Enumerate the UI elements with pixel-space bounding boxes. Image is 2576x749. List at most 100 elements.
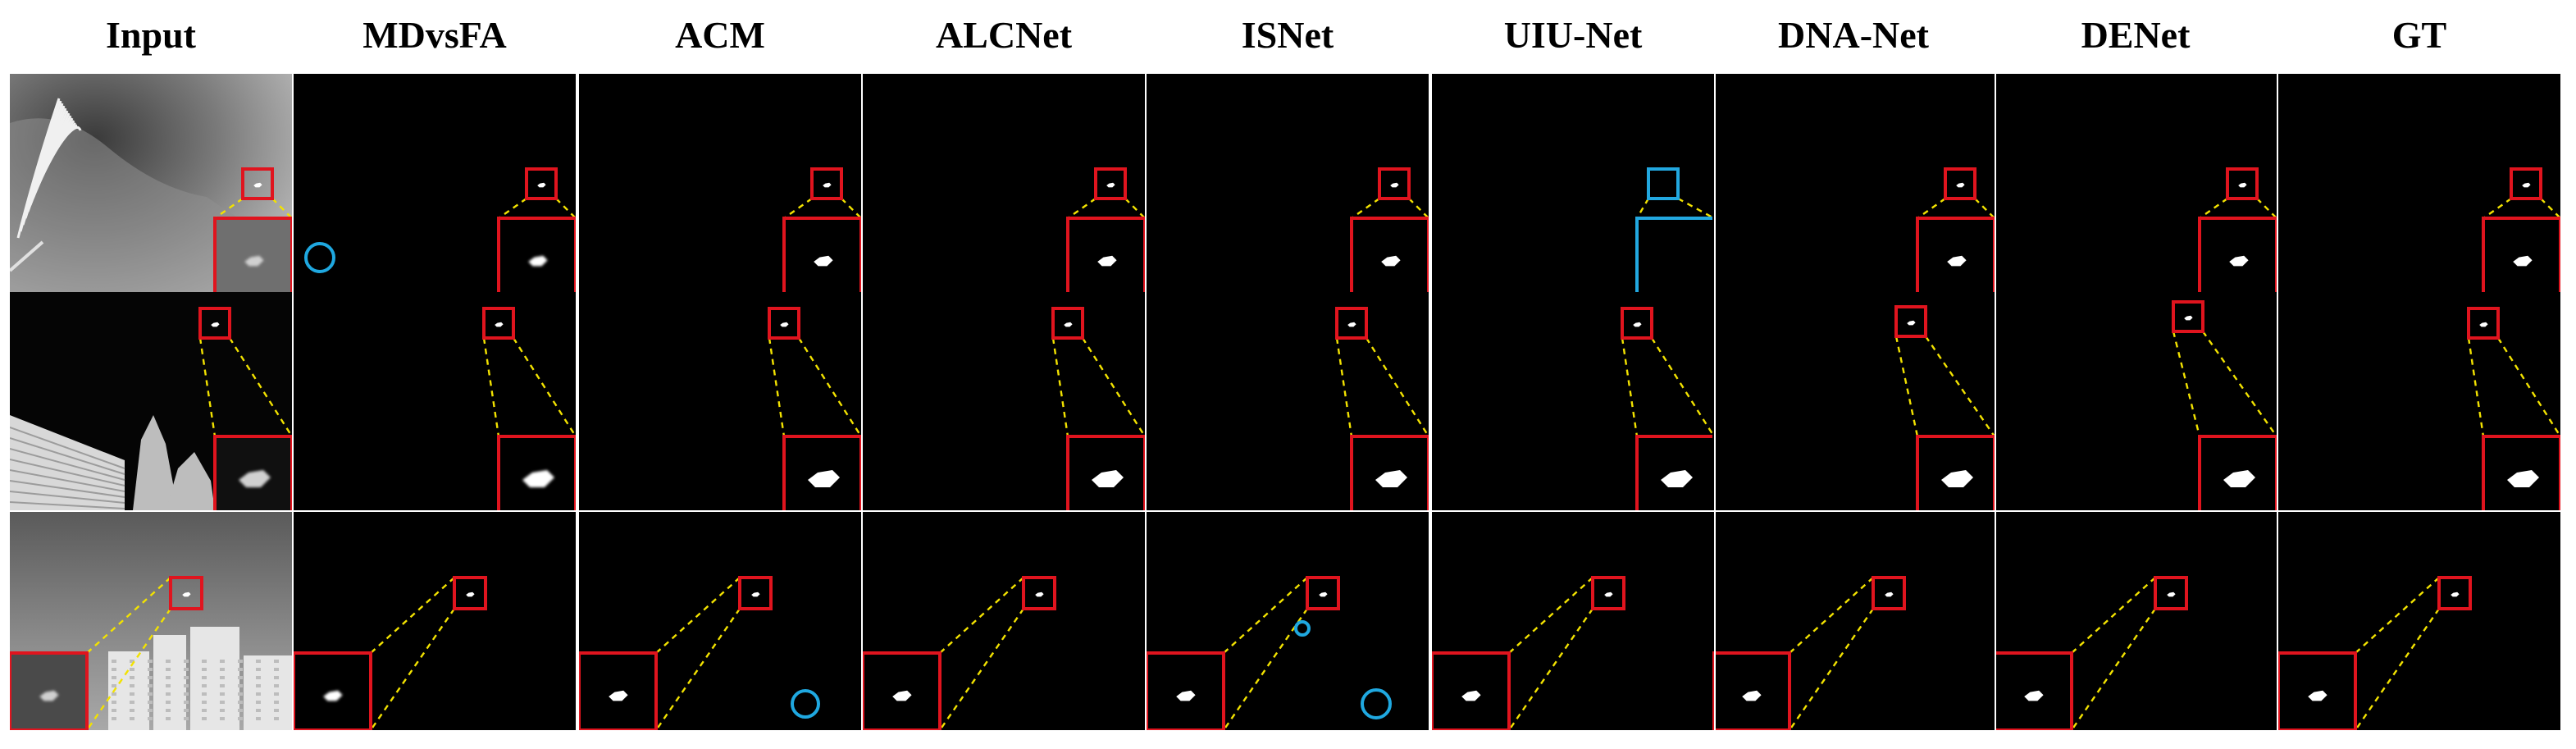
zoom-box-icon <box>1306 576 1340 610</box>
zoom-inset-icon <box>213 435 292 510</box>
zoom-box-icon <box>1378 167 1411 200</box>
column-divider <box>861 74 863 730</box>
target-mark <box>2167 591 2176 597</box>
target-mark <box>780 322 789 327</box>
zoom-inset-icon <box>2278 651 2357 730</box>
zoom-inset-icon <box>782 217 861 292</box>
target-mark <box>1106 182 1115 188</box>
zoom-box-icon <box>1944 167 1976 200</box>
zoom-connector <box>2199 198 2277 219</box>
zoom-inset-icon <box>497 217 576 292</box>
zoomed-target <box>1661 470 1693 487</box>
column-header-acm: ACM <box>675 14 765 56</box>
tile-input-row-3 <box>10 512 292 730</box>
tile-mdvsfa-row-2 <box>294 292 576 510</box>
zoomed-target <box>2229 255 2249 267</box>
zoomed-target <box>808 470 840 487</box>
zoom-connector <box>482 337 576 437</box>
zoomed-target <box>609 690 628 701</box>
zoomed-target <box>528 255 548 267</box>
trees-silhouette <box>133 415 215 510</box>
zoomed-target <box>1176 690 1196 701</box>
zoom-connector <box>939 577 1024 730</box>
column-divider <box>292 74 294 730</box>
target-mark <box>1885 591 1894 597</box>
target-mark <box>1956 182 1965 188</box>
zoom-inset-icon <box>2198 435 2277 510</box>
zoom-inset-icon <box>10 651 89 730</box>
column-header-denet: DENet <box>2081 14 2191 56</box>
zoomed-target <box>2024 690 2044 701</box>
zoom-box-icon <box>1872 576 1906 610</box>
zoom-box-icon <box>1022 576 1056 610</box>
tile-uiunet-row-2 <box>1432 292 1714 510</box>
zoom-box-icon <box>1094 167 1127 200</box>
zoom-connector <box>370 577 455 730</box>
column-header-uiunet: UIU-Net <box>1503 14 1643 56</box>
zoom-connector <box>2071 577 2156 730</box>
target-mark <box>1064 322 1073 327</box>
tile-input-row-1 <box>10 74 292 292</box>
zoom-inset-icon <box>213 217 292 292</box>
zoom-inset-icon <box>294 651 372 730</box>
tile-mdvsfa-row-3 <box>294 512 576 730</box>
zoom-connector <box>214 198 292 219</box>
target-mark <box>1347 322 1356 327</box>
zoom-box-icon <box>1591 576 1625 610</box>
tile-denet-row-1 <box>1995 74 2277 292</box>
column-header-dnanet: DNA-Net <box>1778 14 1929 56</box>
zoomed-target <box>2308 690 2328 701</box>
zoom-connector <box>1621 337 1714 437</box>
zoom-inset-icon <box>1916 435 1995 510</box>
false-alarm-circle-icon <box>1294 620 1311 637</box>
zoom-connector <box>1223 577 1308 730</box>
zoom-inset-icon <box>1995 651 2073 730</box>
target-mark <box>211 322 220 327</box>
zoom-connector <box>86 577 171 730</box>
tile-gt-row-2 <box>2278 292 2560 510</box>
zoomed-target <box>1941 470 1973 487</box>
zoom-inset-icon <box>1066 435 1145 510</box>
zoomed-target <box>522 470 554 487</box>
zoom-inset-icon <box>863 651 941 730</box>
zoom-inset-icon <box>2482 435 2560 510</box>
zoomed-target <box>1381 255 1401 267</box>
zoom-inset-icon <box>2198 217 2277 292</box>
zoom-box-icon <box>2226 167 2259 200</box>
zoom-box-icon <box>2437 576 2472 610</box>
target-mark <box>495 322 504 327</box>
zoom-inset-icon <box>1432 651 1511 730</box>
zoom-inset-icon <box>1350 217 1429 292</box>
zoomed-target <box>2513 255 2533 267</box>
tile-dnanet-row-1 <box>1712 74 1995 292</box>
zoom-box-icon <box>2172 300 2204 333</box>
column-header-alcnet: ALCNet <box>935 14 1073 56</box>
zoom-box-icon <box>241 167 274 200</box>
tile-isnet-row-1 <box>1147 74 1429 292</box>
zoom-connector <box>1508 577 1593 730</box>
zoom-connector <box>2172 331 2277 437</box>
zoom-connector <box>2467 337 2560 437</box>
zoomed-target <box>1375 470 1407 487</box>
zoom-box-icon <box>1621 307 1653 340</box>
tile-isnet-row-3 <box>1147 512 1429 730</box>
target-mark <box>2479 322 2488 327</box>
target-mark <box>1604 591 1613 597</box>
zoom-box-icon <box>768 307 800 340</box>
zoom-inset-icon <box>1635 435 1714 510</box>
zoom-connector <box>2355 577 2440 730</box>
target-mark <box>537 182 546 188</box>
zoom-connector <box>1635 197 1714 220</box>
tile-uiunet-row-3 <box>1432 512 1714 730</box>
zoomed-target <box>39 690 59 701</box>
zoomed-target <box>323 690 343 701</box>
zoom-box-icon <box>810 167 843 200</box>
tile-acm-row-3 <box>579 512 861 730</box>
zoom-connector <box>198 337 292 437</box>
zoom-connector <box>2483 198 2560 219</box>
zoom-connector <box>1351 198 1429 219</box>
column-header-mdvsfa: MDvsFA <box>362 14 507 56</box>
zoom-inset-icon <box>579 651 658 730</box>
zoom-inset-icon <box>1350 435 1429 510</box>
building-silhouette <box>10 415 125 510</box>
